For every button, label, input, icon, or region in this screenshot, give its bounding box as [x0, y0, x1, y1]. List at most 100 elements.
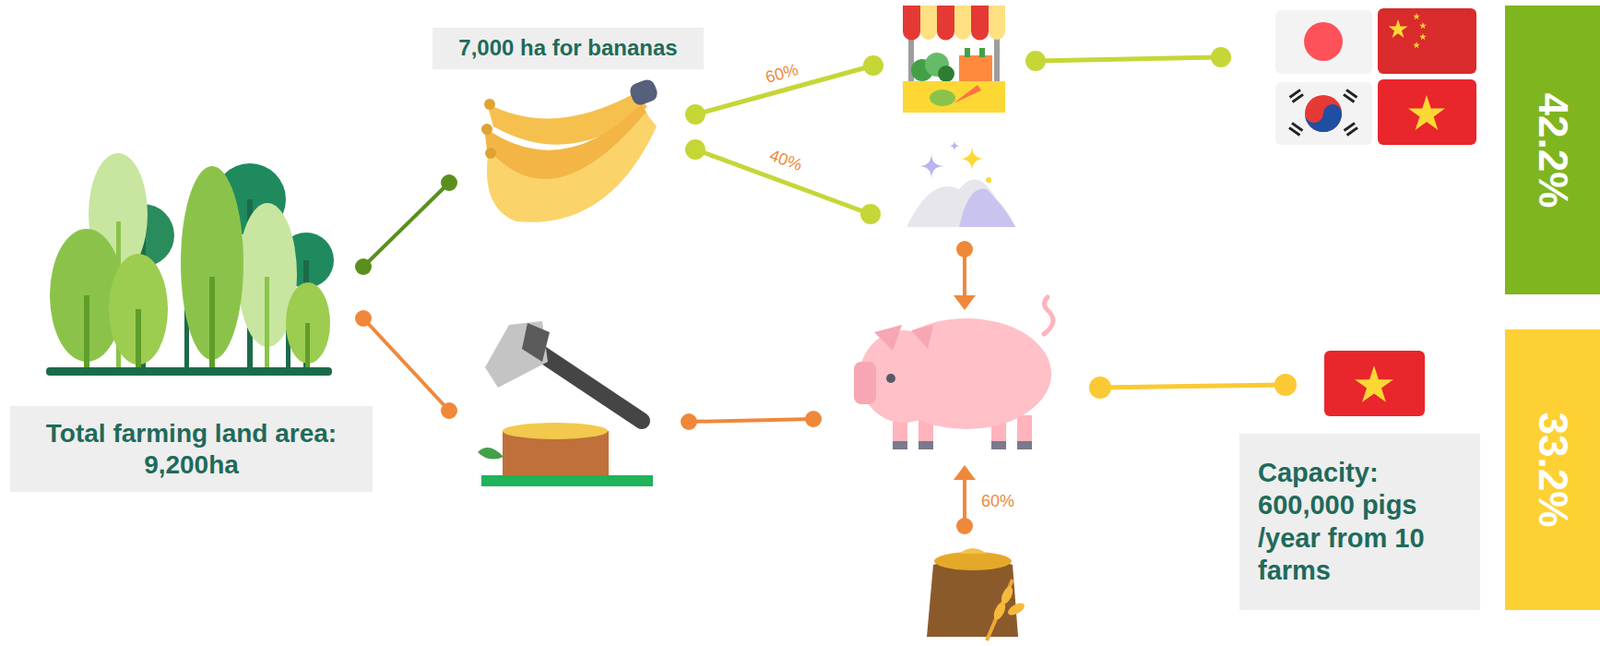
percent-label: 40% — [766, 145, 805, 176]
powder-icon — [906, 179, 1016, 227]
flow-line — [956, 240, 973, 258]
flow-line — [953, 464, 976, 480]
china-flag — [1412, 12, 1421, 20]
china-flag — [1412, 41, 1421, 48]
forest-icon — [83, 295, 90, 369]
axe-stump-icon — [521, 322, 550, 362]
percent-label: 60% — [981, 491, 1015, 511]
feed-bag-icon — [991, 600, 1008, 621]
forest-icon — [305, 322, 310, 369]
pig-icon — [911, 324, 934, 349]
powder-icon — [948, 140, 960, 152]
box-text: Total farming land area: 9,200ha — [21, 417, 362, 480]
info-box: Capacity: 600,000 pigs /year from 10 far… — [1239, 433, 1481, 610]
forest-icon — [264, 276, 270, 369]
market-stall-icon — [954, 23, 972, 40]
flow-line — [805, 410, 822, 427]
vietnam-flag — [1408, 94, 1446, 131]
feed-bag-icon — [1006, 600, 1027, 618]
china-flag — [1419, 22, 1427, 29]
market-stall-icon — [920, 23, 937, 40]
china-flag — [1377, 8, 1477, 74]
pig-icon — [1043, 296, 1054, 334]
market-stall-icon — [902, 81, 1006, 113]
pig-icon — [892, 440, 908, 450]
percent-band: 42.2% — [1505, 5, 1600, 295]
market-stall-icon — [971, 23, 989, 41]
powder-icon — [906, 140, 1016, 227]
info-box: 7,000 ha for bananas — [432, 27, 704, 70]
flow-line — [363, 182, 450, 267]
banana-icon — [485, 147, 497, 159]
flow-line — [440, 402, 458, 419]
pig-icon — [886, 373, 896, 383]
flow-line — [1274, 373, 1297, 396]
vietnam-flag — [1354, 365, 1394, 403]
percent-label: 60% — [763, 59, 801, 88]
banana-icon — [481, 123, 493, 135]
japan-flag — [1303, 22, 1343, 61]
flow-line — [355, 47, 1297, 534]
korea-flag — [1288, 88, 1359, 136]
forest-icon — [46, 153, 334, 376]
pig-icon — [874, 324, 902, 351]
pig-icon — [853, 296, 1054, 450]
feed-bag-icon — [926, 547, 1027, 640]
china-flag — [1419, 33, 1427, 40]
market-stall-icon — [988, 23, 1006, 40]
market-stall-icon — [902, 5, 1006, 113]
percent-value: 42.2% — [1529, 92, 1577, 208]
flow-line — [440, 174, 458, 191]
japan-flag — [1275, 10, 1373, 74]
pig-icon — [991, 440, 1007, 450]
axe-stump-icon — [502, 422, 608, 439]
banana-icon — [484, 98, 496, 110]
japan-flag — [1275, 10, 1373, 74]
flow-line — [1210, 47, 1232, 68]
china-flag — [1377, 8, 1477, 74]
powder-icon — [959, 145, 985, 172]
flow-line — [953, 295, 976, 310]
korea-flag — [1304, 104, 1342, 132]
korea-flag — [1275, 82, 1373, 145]
flow-line — [685, 139, 706, 160]
market-stall-icon — [936, 23, 955, 41]
market-stall-icon — [929, 89, 956, 107]
box-text: 7,000 ha for bananas — [458, 35, 677, 62]
flow-line — [355, 258, 372, 275]
flow-line — [956, 517, 973, 534]
forest-icon — [46, 367, 332, 376]
vietnam-flag — [1324, 350, 1425, 416]
flow-line — [1025, 50, 1046, 72]
market-stall-icon — [979, 47, 985, 58]
vietnam-flag — [1324, 350, 1425, 416]
banana-icon — [628, 77, 661, 107]
korea-flag — [1342, 93, 1355, 103]
flow-line — [355, 309, 372, 327]
pig-icon — [1017, 440, 1032, 450]
forest-icon — [209, 276, 215, 369]
powder-icon — [985, 177, 992, 183]
feed-bag-icon — [998, 584, 1016, 605]
pig-icon — [1017, 414, 1032, 450]
korea-flag — [1343, 121, 1356, 131]
korea-flag — [1291, 93, 1304, 103]
flow-line — [688, 418, 814, 422]
feed-bag-icon — [934, 551, 1012, 570]
korea-flag — [1304, 94, 1342, 132]
flow-line — [363, 318, 450, 411]
feed-bag-icon — [959, 547, 987, 554]
market-stall-icon — [937, 65, 955, 83]
box-text: Capacity: 600,000 pigs /year from 10 far… — [1257, 456, 1462, 588]
flow-line — [1089, 376, 1112, 399]
korea-flag — [1275, 82, 1373, 145]
china-flag — [1388, 19, 1409, 38]
korea-flag — [1291, 121, 1304, 131]
flow-line — [1100, 384, 1286, 388]
banana-icon — [486, 112, 657, 223]
forest-icon — [135, 308, 142, 369]
flow-line — [860, 203, 881, 225]
axe-stump-icon — [477, 320, 653, 486]
pig-icon — [853, 361, 877, 404]
market-stall-icon — [959, 55, 993, 82]
